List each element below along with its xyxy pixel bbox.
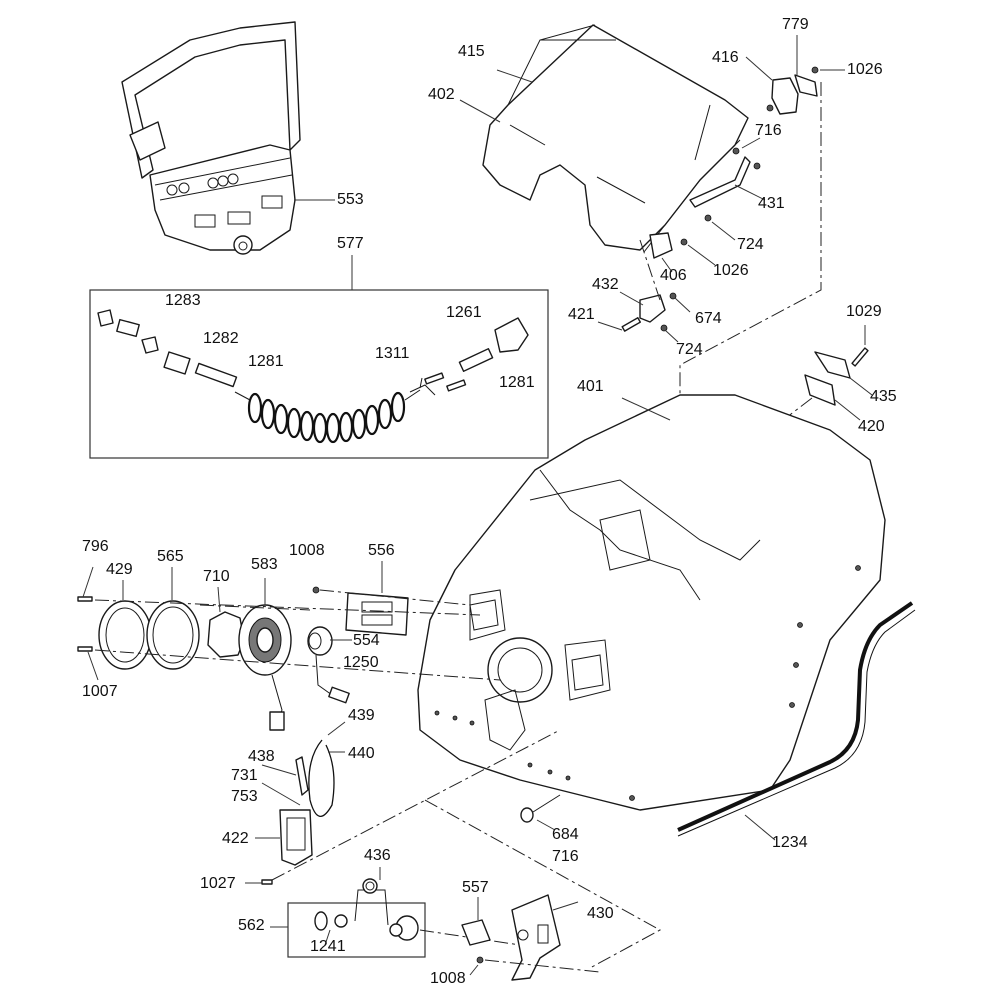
part-684-button [520,807,534,823]
part-401-housing [417,394,886,811]
part-796-screw [77,596,93,602]
part-562-switch [314,878,419,941]
part-420-latch [804,374,836,406]
part-429-565-rings [98,600,200,670]
part-553-tool-tray [121,21,301,255]
part-577-coil-cable [97,309,529,444]
part-554-1250-socket [307,626,350,704]
part-556-display-panel [345,592,409,636]
part-416-779-hinge [766,66,819,115]
part-402-415-cover [482,24,749,253]
part-432-bracket [639,294,666,323]
part-583-light [238,604,292,731]
part-438-lever [295,756,309,796]
part-421-pin [621,317,641,332]
part-435-latch-cover [814,351,851,379]
part-422-housing [279,809,313,866]
part-440-cable [308,739,335,817]
part-1234-seal-strip [677,601,916,837]
part-1007-screw [77,646,93,652]
part-406-bracket [649,232,673,259]
part-431-bracket [689,147,761,222]
part-557-switch [461,919,491,946]
kit-577-box [89,289,549,459]
